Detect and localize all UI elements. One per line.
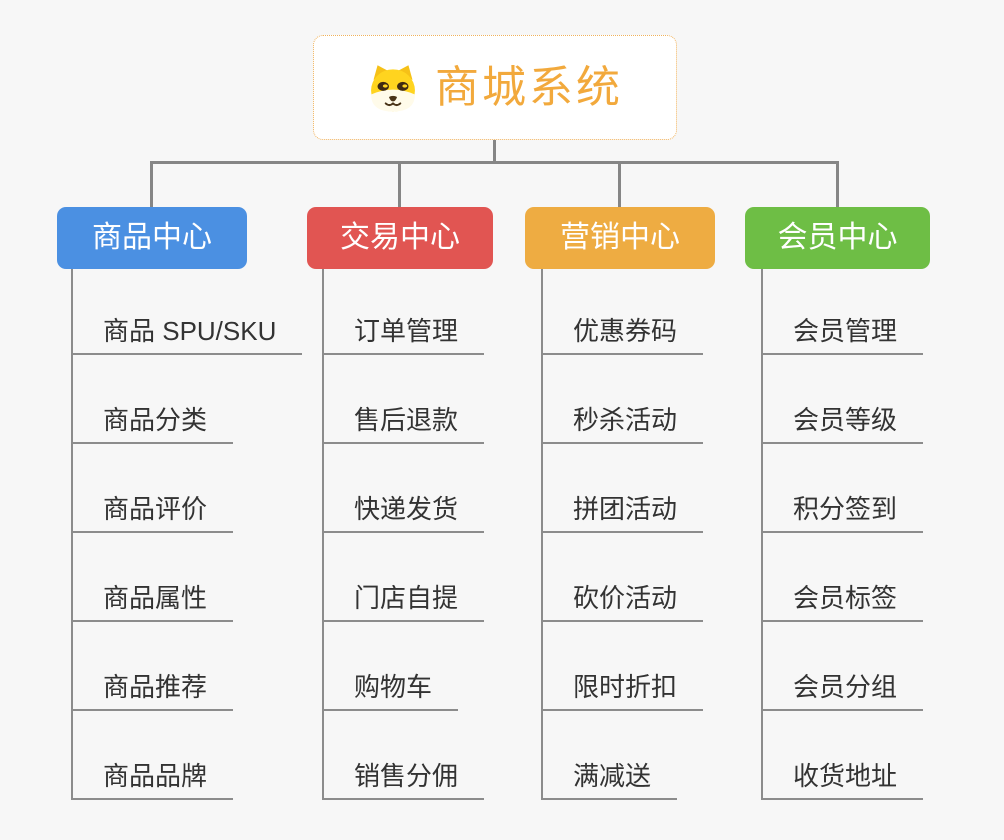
child-topic[interactable]: 商品品牌 [73, 760, 234, 800]
branch-node-marketing-center[interactable]: 营销中心 [525, 207, 715, 269]
child-topic[interactable]: 快递发货 [324, 493, 485, 533]
branch-children-marketing-center: 优惠券码 秒杀活动 拼团活动 砍价活动 限时折扣 满减送 [541, 269, 773, 800]
child-topic[interactable]: 会员分组 [763, 671, 924, 711]
child-topic[interactable]: 门店自提 [324, 582, 485, 622]
child-topic[interactable]: 限时折扣 [543, 671, 704, 711]
child-topic[interactable]: 优惠券码 [543, 315, 704, 355]
child-topic[interactable]: 商品推荐 [73, 671, 234, 711]
child-topic[interactable]: 商品属性 [73, 582, 234, 622]
child-topic[interactable]: 满减送 [543, 760, 678, 800]
child-topic[interactable]: 会员管理 [763, 315, 924, 355]
child-topic[interactable]: 会员标签 [763, 582, 924, 622]
shiba-dog-icon [367, 62, 419, 114]
connector-drop-trade-center [398, 161, 401, 207]
child-topic[interactable]: 售后退款 [324, 404, 485, 444]
branch-children-trade-center: 订单管理 售后退款 快递发货 门店自提 购物车 销售分佣 [322, 269, 554, 800]
branch-children-member-center: 会员管理 会员等级 积分签到 会员标签 会员分组 收货地址 [761, 269, 993, 800]
connector-drop-member-center [836, 161, 839, 207]
child-topic[interactable]: 砍价活动 [543, 582, 704, 622]
child-topic[interactable]: 秒杀活动 [543, 404, 704, 444]
branch-node-member-center[interactable]: 会员中心 [745, 207, 930, 269]
connector-drop-product-center [150, 161, 153, 207]
child-topic[interactable]: 订单管理 [324, 315, 485, 355]
root-label: 商城系统 [435, 62, 623, 112]
connector-branch-bar [150, 161, 838, 164]
branch-children-product-center: 商品 SPU/SKU 商品分类 商品评价 商品属性 商品推荐 商品品牌 [71, 269, 303, 800]
branch-node-trade-center[interactable]: 交易中心 [307, 207, 493, 269]
child-topic[interactable]: 拼团活动 [543, 493, 704, 533]
child-topic[interactable]: 购物车 [324, 671, 459, 711]
child-topic[interactable]: 收货地址 [763, 760, 924, 800]
connector-root-stem [493, 140, 496, 163]
child-topic[interactable]: 销售分佣 [324, 760, 485, 800]
branch-node-product-center[interactable]: 商品中心 [57, 207, 247, 269]
child-topic[interactable]: 商品分类 [73, 404, 234, 444]
root-node[interactable]: 商城系统 [313, 35, 677, 140]
child-topic[interactable]: 积分签到 [763, 493, 924, 533]
child-topic[interactable]: 商品 SPU/SKU [73, 315, 303, 355]
connector-drop-marketing-center [618, 161, 621, 207]
child-topic[interactable]: 商品评价 [73, 493, 234, 533]
child-topic[interactable]: 会员等级 [763, 404, 924, 444]
